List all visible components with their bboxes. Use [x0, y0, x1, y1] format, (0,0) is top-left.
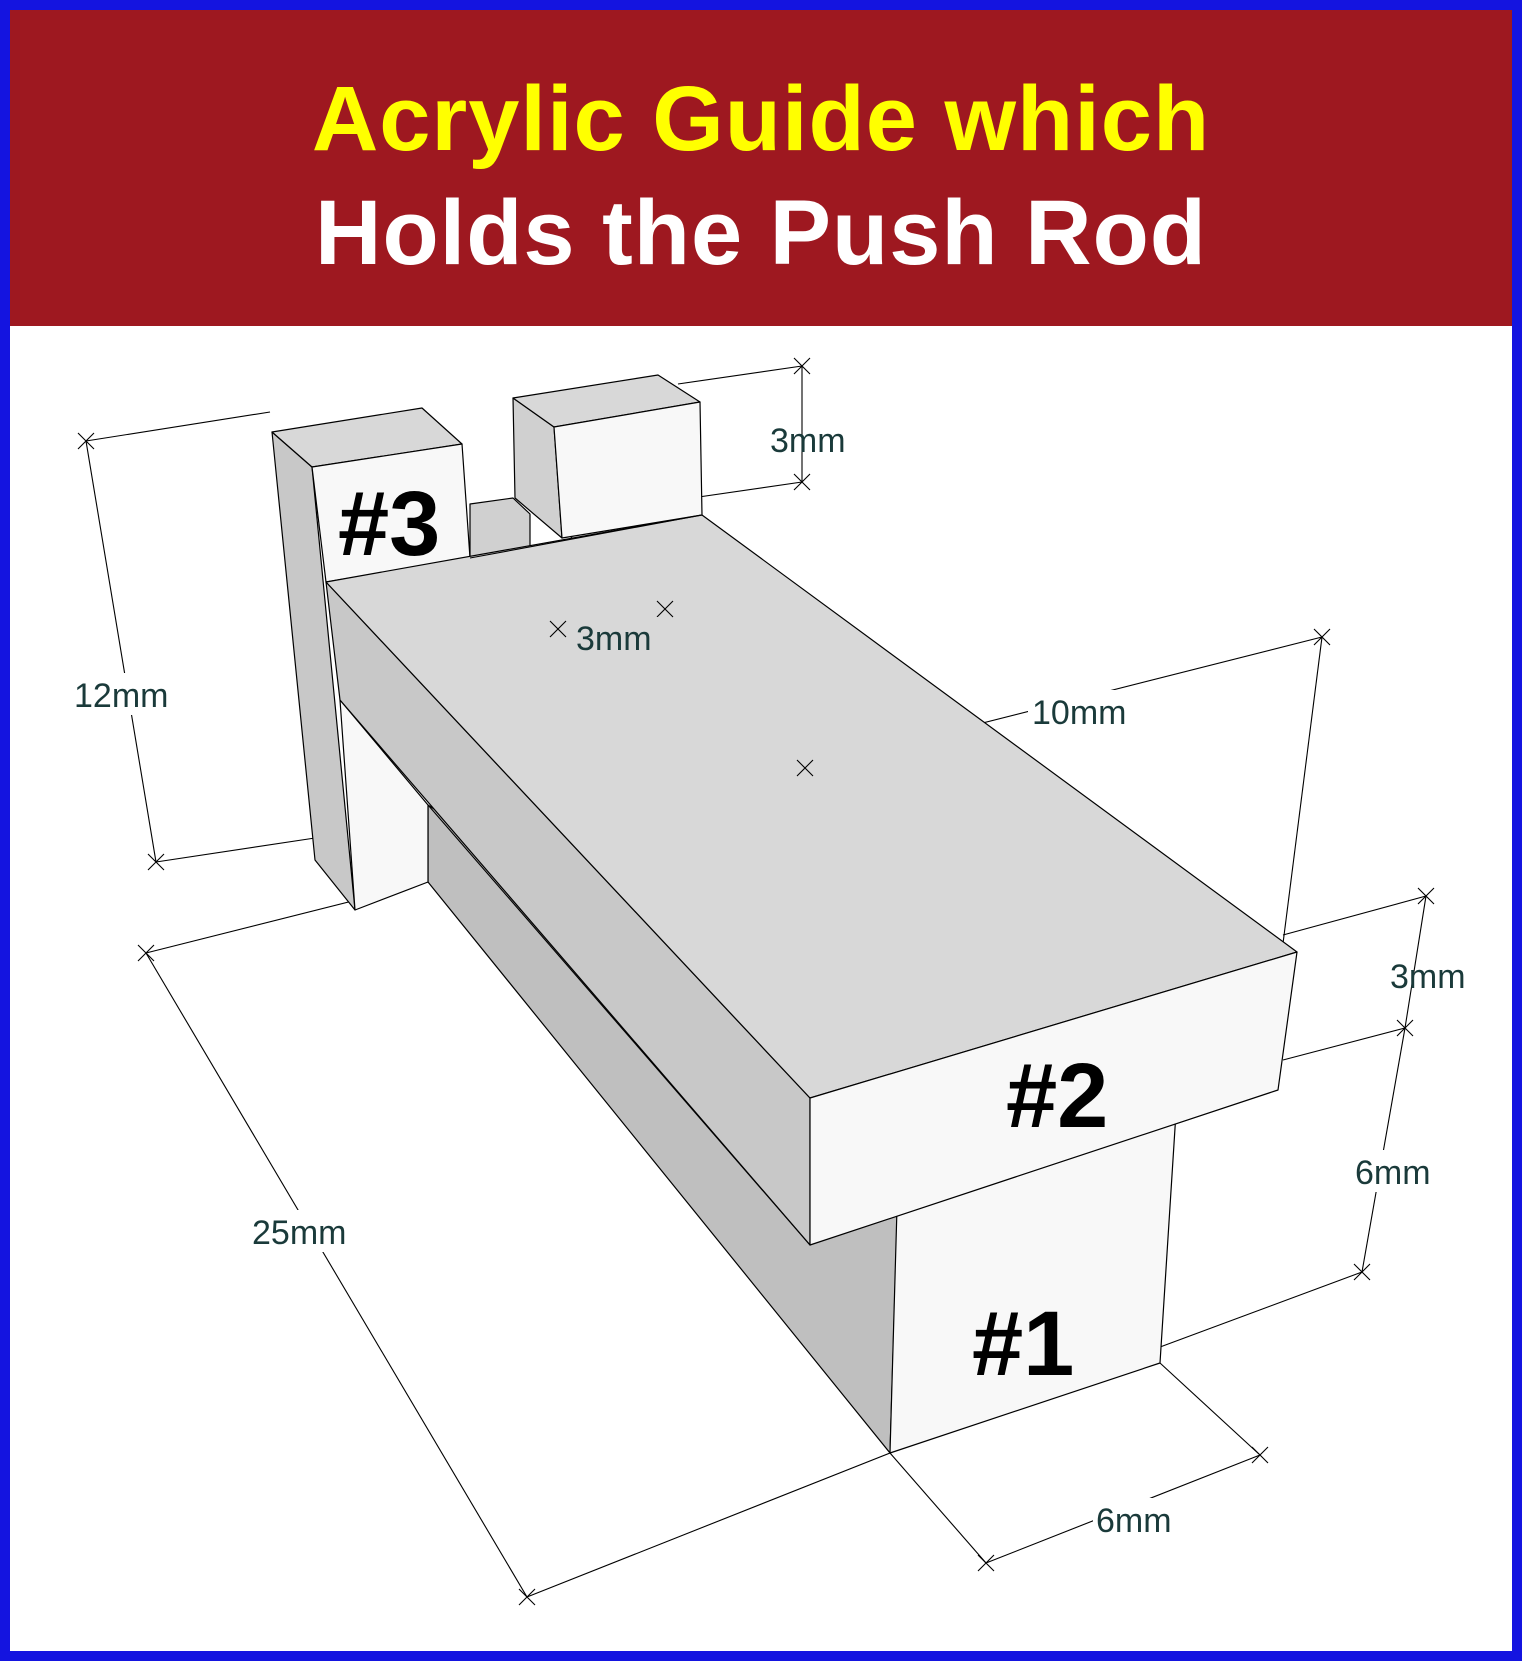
label-bg	[1093, 1498, 1191, 1540]
part-3-label: #3	[338, 473, 440, 575]
title-line-2: Holds the Push Rod	[315, 182, 1207, 284]
dimension-labels: 12mm 3mm 3mm 10mm 3mm 6mm 25mm 6mm	[70, 422, 1466, 1540]
part-2-label: #2	[1006, 1045, 1108, 1147]
dim-ext-12mm-top	[85, 411, 271, 442]
tick	[77, 432, 95, 450]
dim-ext-6mm-width-right	[1159, 1362, 1261, 1456]
dim-ext-3mm-post-top	[677, 365, 803, 385]
tick	[1353, 1263, 1371, 1281]
post-3-lower-front	[339, 699, 429, 911]
dim-ext-3mm-top	[1282, 895, 1427, 936]
label-bg	[573, 617, 665, 657]
tick	[796, 759, 814, 777]
post-gap-fill	[469, 497, 531, 559]
dim-ext-25mm-bottom	[526, 1452, 891, 1598]
title-line-1: Acrylic Guide which	[311, 68, 1211, 170]
dim-label-3mm-thickness: 3mm	[1390, 958, 1466, 996]
top-plate-slot-edge	[469, 514, 703, 559]
part-labels: #3 #2 #1	[338, 473, 1108, 1395]
tick	[518, 1588, 536, 1606]
tick	[1396, 1019, 1414, 1037]
tick	[656, 600, 674, 618]
part-1-label: #1	[972, 1293, 1074, 1395]
dim-ext-6mm-height-bottom	[1151, 1271, 1363, 1351]
title-banner: Acrylic Guide which Holds the Push Rod	[10, 10, 1512, 326]
dim-ext-12mm-bottom	[155, 837, 316, 863]
dim-label-6mm-width: 6mm	[1096, 1502, 1172, 1540]
dim-label-25mm: 25mm	[252, 1214, 346, 1252]
tick	[1251, 1446, 1269, 1464]
dim-label-12mm: 12mm	[74, 677, 168, 715]
acrylic-guide-diagram: 12mm 3mm 3mm 10mm 3mm 6mm 25mm 6mm #3 #2…	[70, 357, 1466, 1606]
tick	[793, 473, 811, 491]
label-bg	[1028, 690, 1148, 732]
dim-line-12mm	[85, 440, 157, 863]
dim-line-3mm-thickness	[1404, 895, 1427, 1029]
label-bg	[70, 673, 188, 715]
tick	[549, 620, 567, 638]
dim-ext-6mm-width-left	[889, 1452, 987, 1564]
guide-solid	[271, 374, 1298, 1454]
dim-line-25mm	[145, 952, 528, 1598]
tick	[1313, 628, 1331, 646]
label-bg	[248, 1210, 366, 1252]
dimension-ticks	[77, 357, 1435, 1606]
dim-label-6mm-height: 6mm	[1355, 1154, 1431, 1192]
dim-ext-3mm-bottom	[1282, 1027, 1406, 1061]
tick	[793, 357, 811, 375]
tick	[1417, 887, 1435, 905]
tick	[137, 944, 155, 962]
dim-label-10mm: 10mm	[1032, 694, 1126, 732]
dim-label-3mm-slot: 3mm	[576, 620, 652, 658]
tick	[147, 853, 165, 871]
part-2-front-face	[809, 951, 1298, 1246]
tick	[977, 1554, 995, 1572]
dim-label-3mm-post: 3mm	[770, 422, 846, 460]
base-edge	[427, 804, 811, 1246]
label-bg	[1352, 1150, 1450, 1192]
